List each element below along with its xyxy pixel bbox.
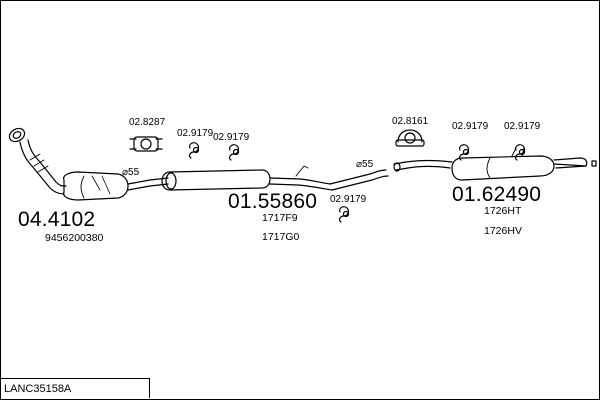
mount-2-label: 02.9179 bbox=[213, 132, 250, 143]
middle-silencer-ref-1: 1717F9 bbox=[262, 212, 298, 224]
mount-1-icon bbox=[188, 142, 200, 159]
middle-silencer-ref-2: 1717G0 bbox=[262, 231, 300, 243]
clamp-b-icon bbox=[395, 129, 425, 147]
catalyst-part-number: 04.4102 bbox=[18, 208, 96, 231]
mount-4-icon bbox=[458, 144, 470, 161]
clamp-b-label: 02.8161 bbox=[392, 116, 429, 127]
rear-silencer-ref-2: 1726HV bbox=[484, 225, 522, 237]
catalyst-icon bbox=[63, 171, 151, 201]
front-pipe-icon bbox=[19, 139, 67, 195]
mount-3-label: 02.9179 bbox=[330, 194, 367, 205]
mount-3-icon bbox=[338, 206, 350, 223]
rear-diameter-label: ⌀55 bbox=[356, 159, 374, 170]
clamp-a-icon bbox=[129, 136, 163, 152]
rear-silencer-icon bbox=[393, 147, 597, 181]
rear-silencer-part-number: 01.62490 bbox=[452, 183, 542, 206]
diagram-code-box: LANC35158A bbox=[0, 378, 150, 398]
diagram-code: LANC35158A bbox=[4, 383, 72, 395]
middle-silencer-part-number: 01.55860 bbox=[228, 190, 318, 213]
mount-2-icon bbox=[228, 144, 240, 161]
rear-silencer-ref-1: 1726HT bbox=[484, 205, 522, 217]
front-flange-icon bbox=[8, 127, 26, 143]
middle-silencer-icon bbox=[149, 165, 389, 191]
mount-5-label: 02.9179 bbox=[504, 121, 541, 132]
mount-1-label: 02.9179 bbox=[177, 128, 214, 139]
mount-4-label: 02.9179 bbox=[452, 121, 489, 132]
clamp-a-label: 02.8287 bbox=[129, 117, 166, 128]
catalyst-ref: 9456200380 bbox=[45, 232, 104, 244]
front-diameter-label: ⌀55 bbox=[122, 167, 140, 178]
